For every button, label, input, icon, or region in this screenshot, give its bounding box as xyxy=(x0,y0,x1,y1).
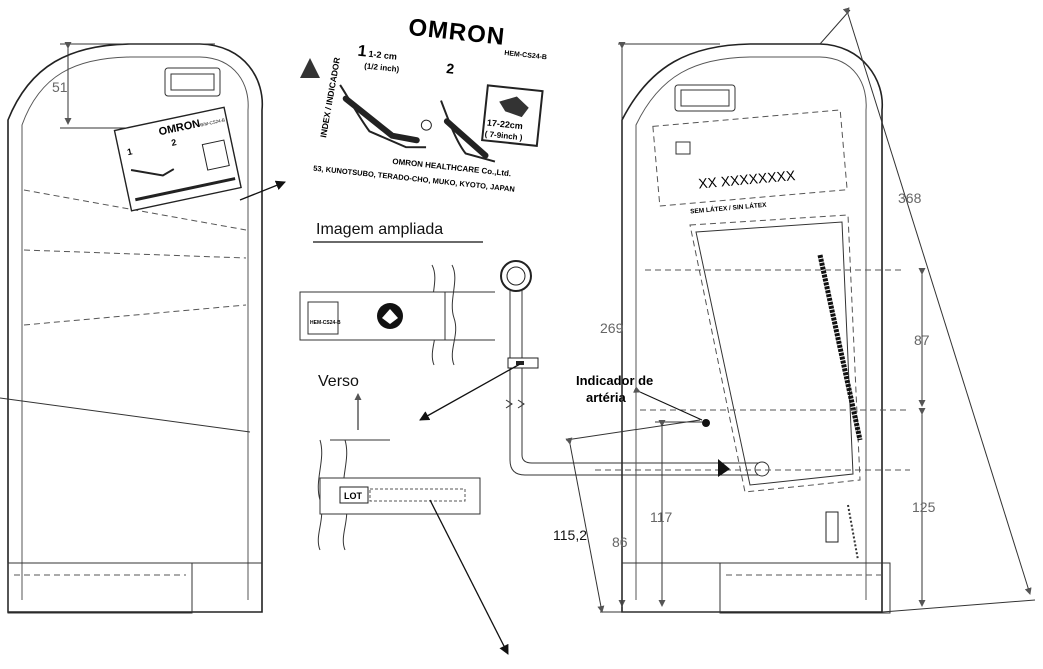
dim-86: 86 xyxy=(612,534,628,550)
svg-text:1: 1 xyxy=(357,43,368,61)
left-cuff-label: OMRON HEM-CS24-B 1 2 xyxy=(113,106,242,212)
zoom-arrow xyxy=(239,180,286,201)
artery-label-line1: Indicador de xyxy=(576,373,653,388)
dim-115-2: 115,2 xyxy=(553,527,587,543)
svg-text:2: 2 xyxy=(446,60,456,77)
label-step1-size: 1-2 cm xyxy=(368,49,397,62)
artery-label-line2: artéria xyxy=(586,390,627,405)
label-model: HEM-CS24-B xyxy=(504,50,547,61)
serial-box xyxy=(652,109,848,207)
dim-51: 51 xyxy=(52,79,68,95)
left-window xyxy=(164,67,221,97)
tube-to-back-arrow xyxy=(419,363,521,421)
back-side-detail: LOT xyxy=(317,439,481,551)
lot-arrow xyxy=(429,499,509,655)
tube-detail: HEM-CS24-B xyxy=(299,260,770,477)
svg-text:1: 1 xyxy=(126,146,133,157)
index-triangle-icon xyxy=(300,58,320,78)
dim-368: 368 xyxy=(898,190,922,206)
back-side-caption: Verso xyxy=(318,373,359,390)
svg-text:2: 2 xyxy=(170,137,177,148)
svg-text:(1/2 inch): (1/2 inch) xyxy=(364,61,400,74)
enlarged-label: OMRON HEM-CS24-B 1 1-2 cm (1/2 inch) 2 1… xyxy=(300,0,575,212)
right-cuff: XX XXXXXXXX SEM LÁTEX / SIN LÁTEX xyxy=(595,43,910,614)
svg-text:HEM-CS24-B: HEM-CS24-B xyxy=(310,320,341,326)
dim-117: 117 xyxy=(650,509,673,525)
serial-number: XX XXXXXXXX xyxy=(698,167,797,191)
svg-text:( 7-9inch ): ( 7-9inch ) xyxy=(484,129,523,142)
left-cuff: 51 xyxy=(0,42,264,614)
svg-text:HEM-CS24-B: HEM-CS24-B xyxy=(198,117,226,128)
right-dimensions: 368 269 87 125 117 115,2 86 xyxy=(553,7,1036,613)
lot-label: LOT xyxy=(344,491,362,501)
dim-87: 87 xyxy=(914,332,930,348)
dim-125: 125 xyxy=(912,499,936,515)
dim-269: 269 xyxy=(600,320,624,336)
enlarged-caption: Imagem ampliada xyxy=(316,221,443,238)
artery-dot xyxy=(702,419,710,427)
label-arm-range: 17-22cm xyxy=(486,118,523,132)
